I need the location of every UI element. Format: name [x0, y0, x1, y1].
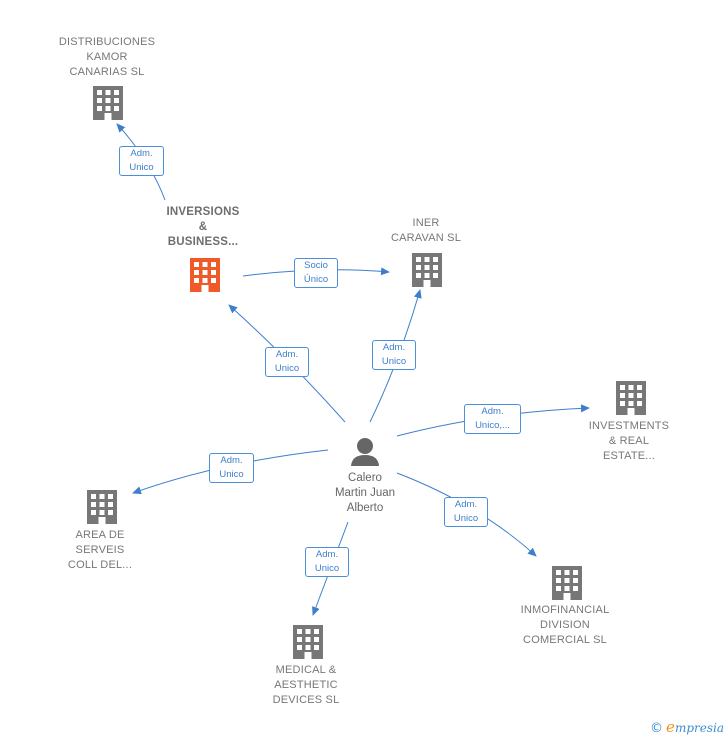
- building-icon-inmofinancial[interactable]: [552, 566, 582, 600]
- building-icon-kamor[interactable]: [93, 86, 123, 120]
- edge-label-calero-medical[interactable]: Adm.Unico: [305, 547, 349, 577]
- node-label-inversions[interactable]: INVERSIONS&BUSINESS...: [166, 206, 240, 248]
- brand-logo-mark: e: [666, 718, 675, 736]
- edge-label-inversions-kamor[interactable]: Adm.Unico: [119, 146, 164, 176]
- edge-label-calero-inversions[interactable]: Adm.Unico: [265, 347, 309, 377]
- building-icon-investments[interactable]: [616, 381, 646, 415]
- footer-brand[interactable]: ©empresia: [650, 718, 724, 736]
- brand-name: mpresia: [674, 721, 724, 735]
- building-icon-area[interactable]: [87, 490, 117, 524]
- edge-label-calero-iner[interactable]: Adm.Unico: [372, 340, 416, 370]
- edge-label-calero-investments[interactable]: Adm.Unico,...: [464, 404, 521, 434]
- building-icon-medical[interactable]: [293, 625, 323, 659]
- edge-label-calero-area[interactable]: Adm.Unico: [209, 453, 254, 483]
- building-icon-inversions[interactable]: [190, 258, 220, 292]
- person-icon-calero[interactable]: [351, 438, 379, 466]
- edge-label-calero-inmofinancial[interactable]: Adm.Unico: [444, 497, 488, 527]
- building-icon-iner[interactable]: [412, 253, 442, 287]
- copyright-symbol: ©: [650, 721, 664, 736]
